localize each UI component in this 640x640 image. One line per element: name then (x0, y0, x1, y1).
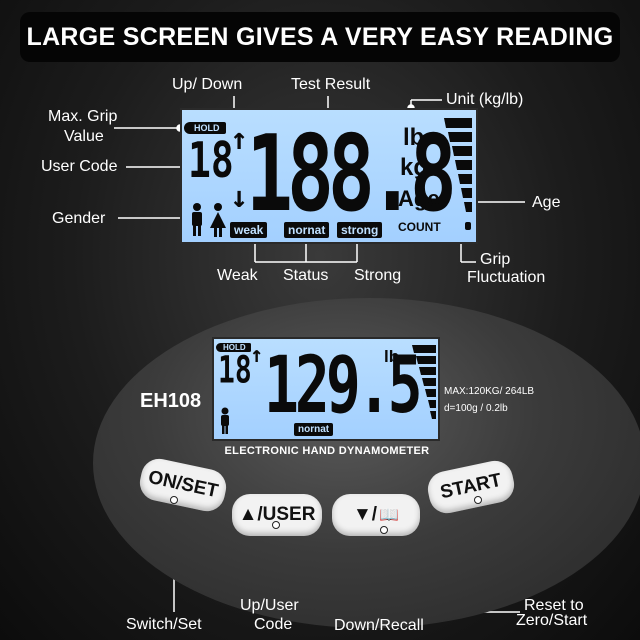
status-strong-tag: strong (337, 222, 383, 238)
spec-division: d=100g / 0.2lb (444, 403, 508, 414)
device-user-code: 18 (218, 347, 252, 392)
device-lcd-display: HOLD 18 ↑ 129.5 lb nornat (212, 337, 440, 441)
status-normal-tag: nornat (284, 222, 330, 238)
gender-icon (192, 203, 226, 237)
device-unit: lb (384, 347, 400, 366)
lcd-test-result: 188.8 (246, 114, 457, 236)
label-zero-start: Zero/Start (516, 612, 588, 629)
device-up-arrow-icon: ↑ (250, 343, 264, 368)
on-set-marker (170, 496, 178, 504)
status-weak-tag: weak (230, 222, 268, 238)
device-test-result: 129.5 (264, 339, 423, 431)
down-arrow-icon: ↓ (230, 180, 249, 215)
headline-banner: LARGE SCREEN GIVES A VERY EASY READING (20, 12, 620, 62)
label-test-result: Test Result (291, 76, 371, 93)
label-max-grip-value: Value (64, 128, 104, 145)
label-up-user: Up/User (240, 597, 299, 614)
down-recall-label: ▼/ (352, 504, 378, 525)
lcd-user-code: 18 (188, 131, 234, 189)
device-fluctuation-bar-icon (412, 345, 436, 419)
up-arrow-icon: ↑ (230, 122, 249, 157)
down-recall-button[interactable]: ▼/ 📖 (332, 494, 420, 536)
lcd-count: COUNT (398, 220, 441, 234)
lcd-unit-kg: kg (400, 154, 429, 181)
label-user-code: User Code (41, 158, 118, 175)
model-name: EH108 (140, 390, 202, 412)
label-unit: Unit (kg/lb) (446, 91, 524, 108)
up-user-button[interactable]: ▲/USER (232, 494, 322, 536)
hold-indicator: HOLD (184, 122, 226, 134)
spec-max: MAX:120KG/ 264LB (444, 386, 535, 397)
label-gender: Gender (52, 210, 106, 227)
label-up-down: Up/ Down (172, 76, 243, 93)
label-reset: Reset to (524, 597, 584, 614)
book-icon: 📖 (379, 507, 399, 524)
label-grip: Grip (480, 251, 511, 268)
down-recall-marker (380, 526, 388, 534)
up-user-marker (272, 521, 280, 529)
label-max-grip: Max. Grip (48, 108, 118, 125)
start-marker (474, 496, 482, 504)
label-fluctuation: Fluctuation (467, 269, 546, 286)
lcd-unit-lb: lb (403, 124, 425, 151)
label-weak: Weak (217, 267, 258, 284)
grip-fluctuation-bar-icon (444, 118, 472, 230)
large-lcd-display: HOLD 18 ↑ ↓ 188.8 lb kg Age COUNT weak n… (180, 108, 478, 244)
label-strong: Strong (354, 267, 402, 284)
label-status: Status (283, 267, 329, 284)
label-code: Code (254, 616, 293, 633)
device-hold-indicator: HOLD (216, 343, 251, 352)
lcd-age: Age (398, 186, 440, 211)
label-switch-set: Switch/Set (126, 616, 202, 633)
label-age: Age (532, 194, 561, 211)
device-status-tag: nornat (294, 423, 334, 436)
device-name: ELECTRONIC HAND DYNAMOMETER (224, 445, 430, 457)
device-gender-icon (221, 407, 229, 434)
label-down-recall: Down/Recall (334, 617, 424, 634)
